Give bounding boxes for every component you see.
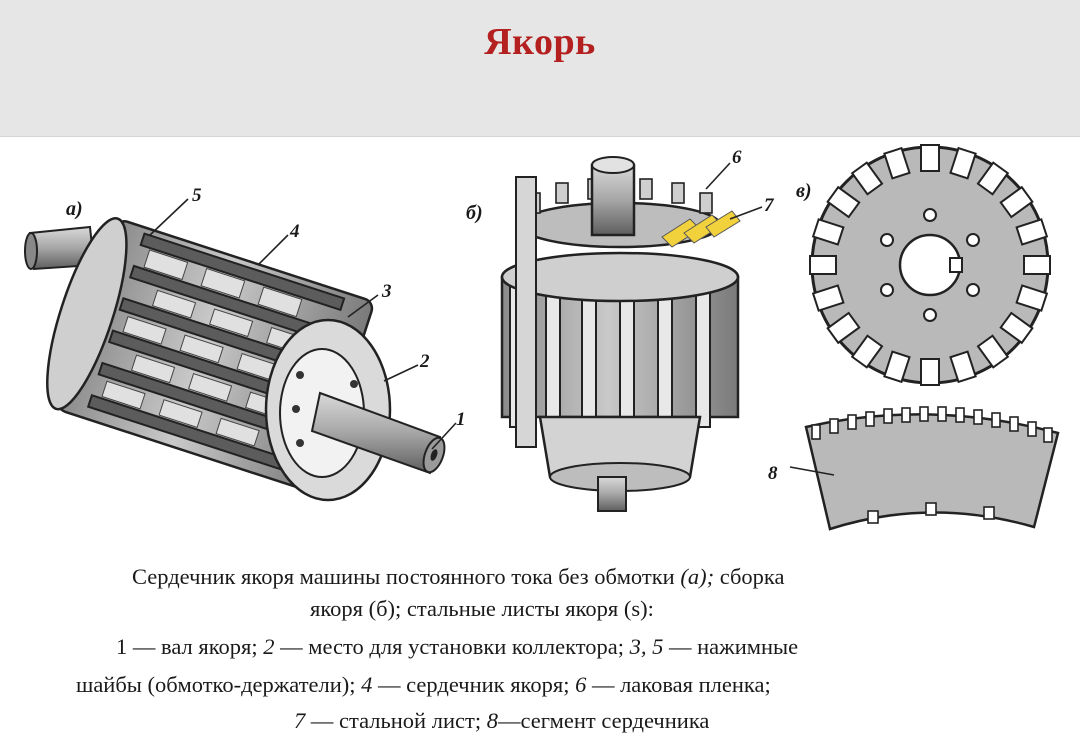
- caption-line-1: Сердечник якоря машины постоянного тока …: [132, 562, 784, 592]
- caption-text: шайбы (обмотко-держатели);: [76, 672, 362, 697]
- caption-line-2: якоря (б); стальные листы якоря (s):: [310, 596, 654, 621]
- caption-line-3: 1 — вал якоря; 2 — место для установки к…: [116, 632, 798, 662]
- caption-text: — лаковая пленка;: [586, 672, 771, 697]
- caption-ref-7: 7: [294, 708, 306, 733]
- varnish-film: [661, 210, 741, 248]
- header-band: Якорь: [0, 0, 1080, 137]
- caption-text: — нажимные: [663, 634, 799, 659]
- armature-figure: а) 5 4 3 2 1: [24, 144, 1060, 531]
- caption-line-5: 7 — стальной лист; 8—сегмент сердечника: [294, 706, 709, 736]
- caption-text: — сердечник якоря;: [372, 672, 576, 697]
- label-4: 4: [289, 221, 300, 242]
- caption-text: —сегмент сердечника: [497, 708, 710, 733]
- label-6: 6: [732, 147, 742, 168]
- caption-text: — место для установки коллектора;: [274, 634, 630, 659]
- caption-ref-3-5: 3, 5: [629, 634, 664, 659]
- caption-ref-8: 8: [486, 708, 498, 733]
- label-5: 5: [192, 185, 202, 206]
- steel-sheet-drawing: в): [796, 144, 1051, 386]
- caption-ref-2: 2: [263, 634, 275, 659]
- label-3: 3: [381, 281, 392, 302]
- caption-ref-4: 4: [361, 672, 373, 697]
- core-segment-drawing: 8: [768, 406, 1060, 531]
- label-v: в): [796, 180, 812, 202]
- armature-core-drawing: а) 5 4 3 2 1: [24, 185, 466, 502]
- caption-text: Сердечник якоря машины постоянного тока …: [132, 564, 681, 589]
- label-1: 1: [456, 409, 466, 430]
- label-b: б): [466, 202, 483, 224]
- page-title: Якорь: [484, 21, 596, 63]
- label-a: а): [66, 198, 83, 220]
- label-2: 2: [419, 351, 430, 372]
- right-shaft: [310, 391, 446, 475]
- label-8: 8: [768, 463, 778, 484]
- caption-ref-6: 6: [575, 672, 587, 697]
- armature-assembly-drawing: б) 6 7: [466, 147, 775, 512]
- label-7: 7: [764, 195, 775, 216]
- caption-ref-a: (а);: [680, 564, 715, 589]
- caption-text: 1 — вал якоря;: [116, 634, 264, 659]
- caption-text: — стальной лист;: [305, 708, 487, 733]
- caption-line-4: шайбы (обмотко-держатели); 4 — сердечник…: [76, 670, 771, 700]
- caption-text: сборка: [714, 564, 785, 589]
